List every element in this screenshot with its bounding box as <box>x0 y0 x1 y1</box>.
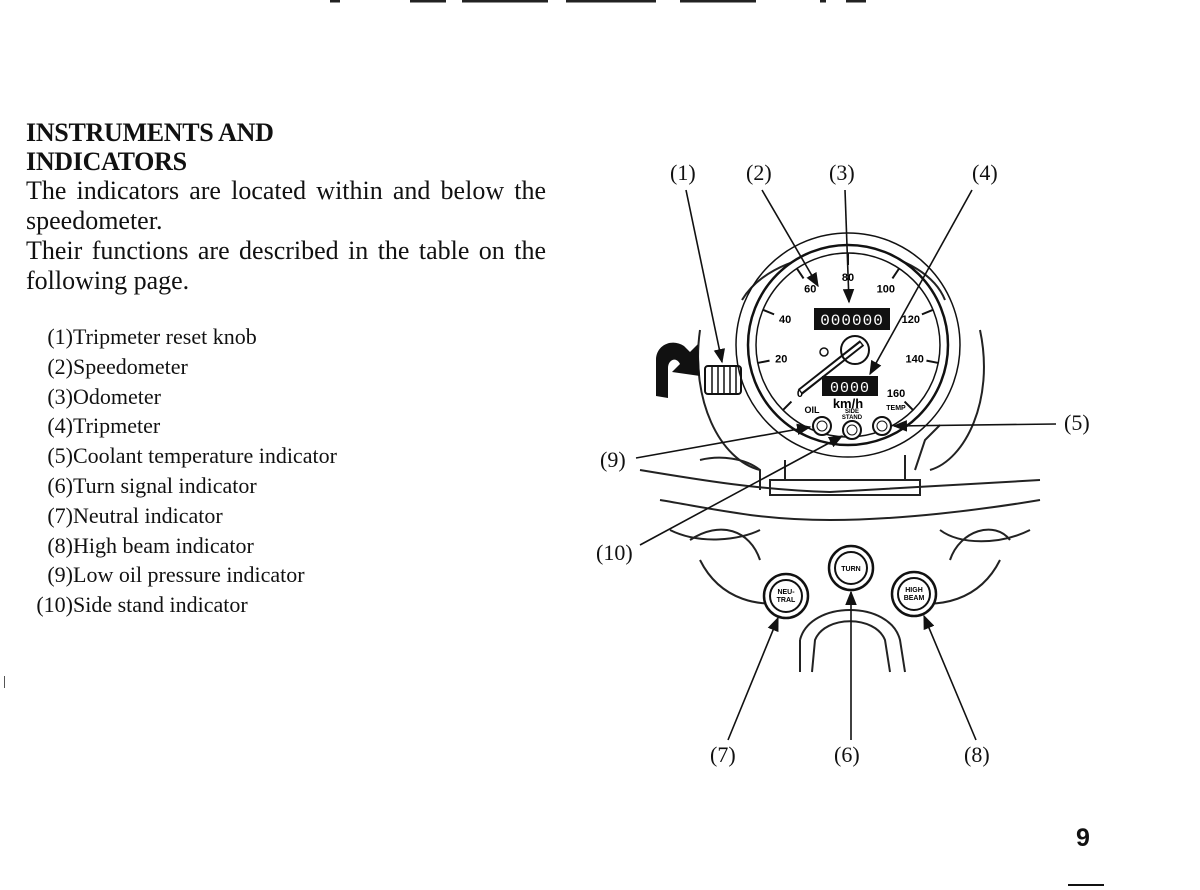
side-stand-label-line-1: SIDE <box>845 409 859 415</box>
scale-tick <box>796 267 805 280</box>
turn-signal-lamp: TURN <box>827 544 875 592</box>
callout-7: (7) <box>710 742 736 767</box>
legend-number: (9) <box>47 562 73 588</box>
legend-label: Turn signal indicator <box>73 472 257 498</box>
coolant-temp-lamp <box>872 416 892 436</box>
legend-label: Tripmeter <box>73 413 161 439</box>
motorcycle-body-lines <box>639 249 1041 673</box>
legend-item: (3)Odometer <box>26 382 337 412</box>
page-footer-rule <box>1068 884 1104 886</box>
legend-label: Speedometer <box>73 353 188 379</box>
scale-label: 40 <box>779 314 791 326</box>
legend-item: (6)Turn signal indicator <box>26 471 337 501</box>
legend-item: (4)Tripmeter <box>26 411 337 441</box>
legend-item: (10)Side stand indicator <box>26 590 337 620</box>
scale-label: 0 <box>797 388 803 400</box>
high-beam-lamp-label-2: BEAM <box>904 595 925 602</box>
section-heading: INSTRUMENTS AND INDICATORS <box>26 118 274 176</box>
scale-tick <box>762 308 775 316</box>
temp-indicator-label: TEMP <box>886 405 906 412</box>
legend-number: (8) <box>47 532 73 558</box>
callout-3: (3) <box>829 160 855 185</box>
high-beam-lamp-label-1: HIGH <box>905 587 923 594</box>
legend-item: (5)Coolant temperature indicator <box>26 441 337 471</box>
callout-6: (6) <box>834 742 860 767</box>
legend-item: (7)Neutral indicator <box>26 501 337 531</box>
legend-label: Side stand indicator <box>73 592 248 618</box>
heading-line-2: INDICATORS <box>26 147 187 176</box>
intro-paragraph-2: Their functions are described in the tab… <box>26 236 546 295</box>
scale-label: 100 <box>877 283 895 295</box>
callout-8: (8) <box>964 742 990 767</box>
scale-label: 120 <box>902 314 920 326</box>
legend-label: Low oil pressure indicator <box>73 562 305 588</box>
odometer-digits: 000000 <box>820 312 884 330</box>
indicator-legend: (1)Tripmeter reset knob (2)Speedometer (… <box>26 322 337 620</box>
legend-number: (5) <box>47 443 73 469</box>
leader-lines <box>635 189 1057 741</box>
neutral-lamp-label-2: TRAL <box>777 597 796 604</box>
tripmeter-display <box>822 376 878 396</box>
neutral-lamp: NEU- TRAL <box>762 572 810 620</box>
scale-tick <box>921 308 934 316</box>
callout-9: (9) <box>600 447 626 472</box>
legend-label: Coolant temperature indicator <box>73 443 337 469</box>
oil-pressure-lamp <box>812 416 832 436</box>
legend-number: (3) <box>47 383 73 409</box>
legend-number: (2) <box>47 353 73 379</box>
side-stand-label-line-2: STAND <box>842 415 863 421</box>
top-edge-marks <box>330 0 866 3</box>
callout-2: (2) <box>746 160 772 185</box>
legend-label: Neutral indicator <box>73 502 223 528</box>
legend-item: (9)Low oil pressure indicator <box>26 560 337 590</box>
callout-4: (4) <box>972 160 998 185</box>
intro-text: The indicators are located within and be… <box>26 176 546 296</box>
intro-paragraph-1: The indicators are located within and be… <box>26 176 546 235</box>
scale-label: 140 <box>906 353 924 365</box>
scale-label: 20 <box>775 353 787 365</box>
legend-label: Tripmeter reset knob <box>73 324 257 349</box>
legend-label: High beam indicator <box>73 532 254 558</box>
neutral-lamp-label-1: NEU- <box>777 589 795 596</box>
scale-label: 60 <box>804 283 816 295</box>
legend-number: (6) <box>47 472 73 498</box>
legend-item: (1)Tripmeter reset knob <box>26 322 337 352</box>
oil-indicator-label: OIL <box>805 405 821 415</box>
legend-item: (8)High beam indicator <box>26 531 337 561</box>
scale-tick <box>926 359 939 364</box>
legend-label: Odometer <box>73 383 161 409</box>
heading-line-1: INSTRUMENTS AND <box>26 118 274 147</box>
scale-tick <box>782 400 793 411</box>
speed-unit-label: km/h <box>833 396 863 411</box>
rotate-arrow-icon <box>656 342 700 398</box>
scale-label: 160 <box>887 388 905 400</box>
tripmeter-reset-knob <box>704 365 742 395</box>
legend-number: (10) <box>36 592 73 618</box>
callout-5: (5) <box>1064 410 1090 435</box>
scale-tick <box>891 267 900 280</box>
scale-tick <box>903 400 914 411</box>
legend-item: (2)Speedometer <box>26 352 337 382</box>
legend-number: (7) <box>47 502 73 528</box>
margin-mark <box>4 676 5 688</box>
page-number: 9 <box>1076 824 1090 852</box>
tripmeter-digits: 0000 <box>830 380 870 397</box>
legend-number: (4) <box>47 413 73 439</box>
callout-10: (10) <box>596 540 633 565</box>
scale-tick <box>757 359 770 364</box>
odometer-display <box>814 308 890 330</box>
high-beam-lamp: HIGH BEAM <box>890 570 938 618</box>
callout-1: (1) <box>670 160 696 185</box>
turn-lamp-label: TURN <box>841 566 860 573</box>
legend-number: (1) <box>47 324 73 349</box>
side-stand-lamp <box>842 420 862 440</box>
